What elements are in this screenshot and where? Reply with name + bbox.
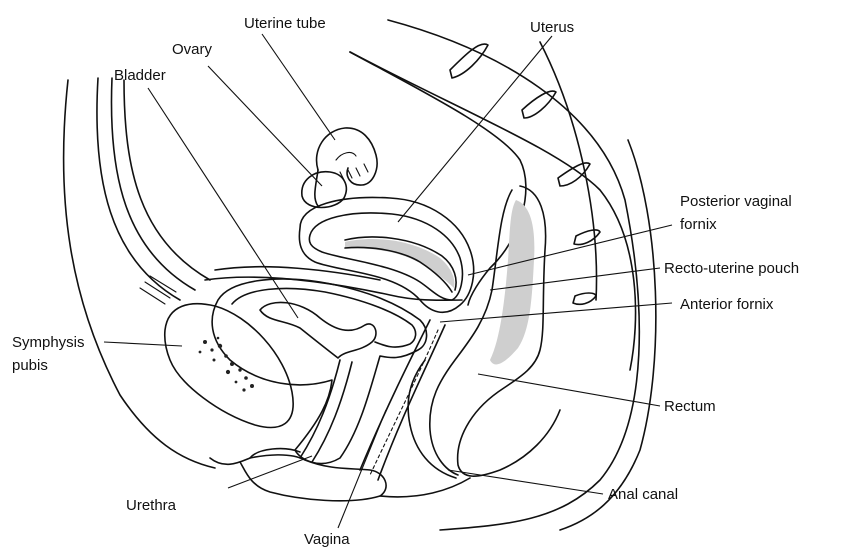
uterus-organ [299,197,473,312]
label-ovary: Ovary [172,41,213,58]
leader-anterior-fornix [440,303,672,322]
rectum-organ [408,186,560,478]
abdominal-wall [64,78,215,468]
label-uterus: Uterus [530,19,574,36]
label-posterior-vaginal-fornix-line1: Posterior vaginal [680,193,792,210]
leader-symphysis-pubis [104,342,182,346]
label-symphysis-pubis-line1: Symphysis [12,334,85,351]
perineum [210,449,470,501]
symphysis-pubis-bone [165,304,293,428]
ovary-organ [302,172,347,208]
bone-texture [199,337,254,392]
peritoneum [205,52,526,305]
leader-anal-canal [448,470,603,494]
label-bladder: Bladder [114,67,166,84]
leader-bladder [148,88,298,318]
leader-posterior-vaginal-fornix [468,225,672,275]
label-uterine-tube: Uterine tube [244,15,326,32]
label-vagina: Vagina [304,531,350,548]
label-symphysis-pubis-line2: pubis [12,357,48,374]
urethra-canal [300,360,352,462]
leader-uterine-tube [262,34,335,140]
label-recto-uterine-pouch: Recto-uterine pouch [664,260,799,277]
leader-urethra [228,456,312,488]
label-anterior-fornix: Anterior fornix [680,296,774,313]
label-posterior-vaginal-fornix-line2: fornix [680,216,717,233]
label-urethra: Urethra [126,497,177,514]
label-anal-canal: Anal canal [608,486,678,503]
label-rectum: Rectum [664,398,716,415]
leader-ovary [208,66,322,186]
leader-rectum [478,374,660,406]
labels: Uterine tube Uterus Ovary Bladder Poster… [12,15,799,548]
bladder-organ [212,279,426,463]
